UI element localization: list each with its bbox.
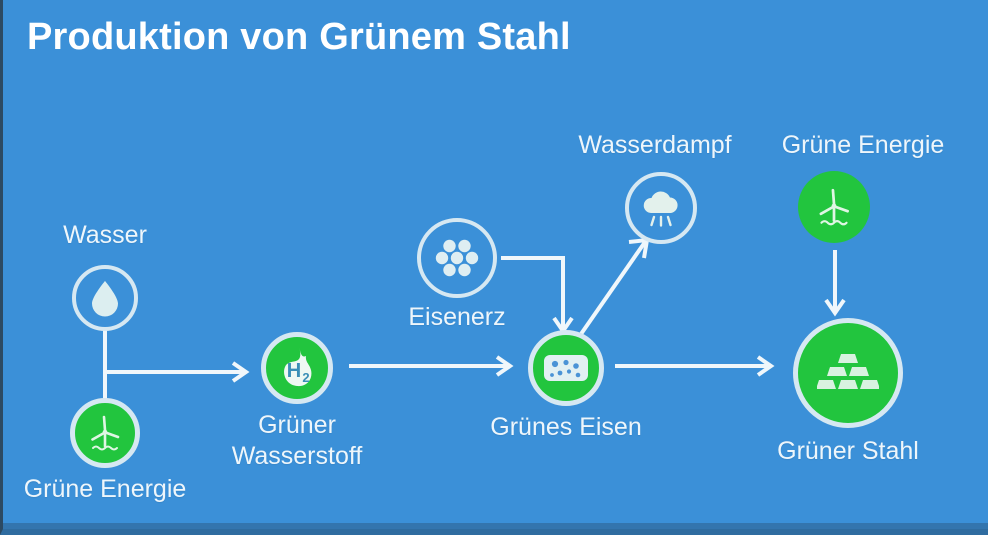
node-gruener-wasserstoff-label-line2: Wasserstoff	[231, 442, 363, 470]
svg-text:H: H	[287, 360, 301, 382]
steel-ingots-icon-circle[interactable]	[793, 318, 903, 428]
node-gruene-energie-links-label: Grüne Energie	[23, 475, 187, 503]
cloud-rain-icon	[643, 191, 678, 227]
node-gruener-stahl-label: Grüner Stahl	[777, 437, 919, 465]
iron-ore-icon-circle[interactable]	[417, 218, 497, 298]
node-eisenerz-label: Eisenerz	[408, 303, 506, 331]
iron-ore-pellets-icon	[435, 239, 479, 277]
hydrogen-icon-circle[interactable]: H 2	[261, 332, 333, 404]
iron-briquette-icon-circle[interactable]	[528, 330, 604, 406]
node-wasserdampf-label: Wasserdampf	[578, 131, 732, 159]
node-gruenes-eisen-label: Grünes Eisen	[490, 413, 642, 441]
wind-turbine-icon	[819, 188, 849, 226]
water-drop-icon	[92, 281, 118, 317]
connector-eisen-to-wasserdampf	[579, 237, 650, 336]
cloud-rain-icon-circle[interactable]	[625, 172, 697, 244]
hydrogen-flame-icon: H 2	[284, 347, 312, 387]
wind-turbine-icon-circle-left[interactable]	[70, 398, 140, 468]
page-title: Produktion von Grünem Stahl	[27, 16, 571, 58]
svg-text:2: 2	[302, 370, 309, 385]
water-drop-icon-circle[interactable]	[72, 265, 138, 331]
wind-turbine-icon	[91, 415, 120, 451]
connector-eisen-to-stahl	[615, 355, 775, 377]
node-gruener-wasserstoff-label-line1: Grüner	[258, 411, 336, 439]
wind-turbine-icon-circle-right[interactable]	[798, 171, 870, 243]
steel-ingots-icon	[817, 354, 879, 389]
iron-briquette-icon	[544, 355, 588, 381]
connector-wasserstoff-to-eisen	[349, 355, 514, 377]
node-wasser-label: Wasser	[63, 221, 147, 249]
node-gruene-energie-rechts-label: Grüne Energie	[781, 131, 945, 159]
connector-energie-to-stahl	[824, 250, 846, 317]
